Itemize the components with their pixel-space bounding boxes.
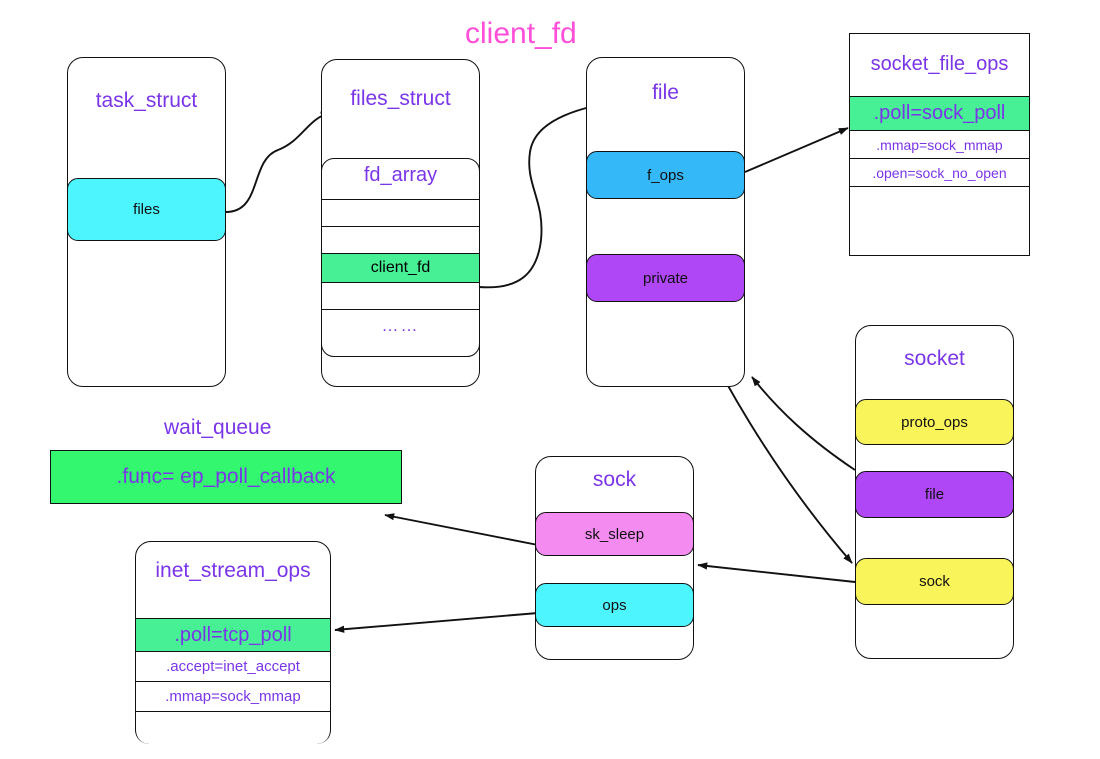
file-field-f_ops-label: f_ops — [647, 166, 684, 184]
socket-box: socket proto_ops file sock — [855, 325, 1014, 659]
edge-ops-to-inet_stream_ops — [334, 612, 539, 633]
edge-f_ops-to-socket_file_ops — [744, 127, 849, 173]
sock-field-ops[interactable]: ops — [535, 583, 694, 627]
inet_stream_ops-title: inet_stream_ops — [155, 559, 311, 582]
fd_array-slot-ellipsis: …… — [321, 309, 480, 342]
inet_stream_ops-row-poll[interactable]: .poll=tcp_poll — [135, 618, 331, 652]
wait_queue-box[interactable]: .func= ep_poll_callback — [50, 450, 402, 504]
sock-field-sk_sleep[interactable]: sk_sleep — [535, 512, 694, 556]
sock-title: sock — [592, 468, 637, 491]
file-field-f_ops[interactable]: f_ops — [586, 151, 745, 199]
fd_array-container: fd_array client_fd …… — [321, 158, 480, 357]
socket_file_ops-row-empty — [849, 186, 1030, 232]
task_struct-field-files-label: files — [133, 201, 160, 218]
socket-field-file[interactable]: file — [855, 471, 1014, 518]
socket-field-proto_ops[interactable]: proto_ops — [855, 399, 1014, 445]
fd_array-slot-client_fd-label: client_fd — [370, 259, 431, 276]
fd_array-slot-1[interactable] — [321, 226, 480, 254]
socket-field-proto_ops-label: proto_ops — [901, 413, 968, 431]
edge-sk_sleep-to-wait_queue — [384, 513, 539, 546]
task_struct-box: task_struct files — [67, 57, 226, 387]
file-field-private[interactable]: private — [586, 254, 745, 302]
inet_stream_ops-box: inet_stream_ops .poll=tcp_poll .accept=i… — [135, 541, 331, 744]
socket-title: socket — [904, 347, 965, 370]
files_struct-title: files_struct — [350, 87, 451, 110]
inet_stream_ops-row-poll-label: .poll=tcp_poll — [174, 623, 292, 646]
fd_array-slot-ellipsis-label: …… — [381, 316, 420, 335]
socket_file_ops-box: socket_file_ops .poll=sock_poll .mmap=so… — [849, 33, 1030, 256]
files_struct-box: files_struct fd_array client_fd …… — [321, 59, 480, 387]
page-title: client_fd — [465, 17, 577, 50]
socket-field-sock-label: sock — [919, 573, 950, 590]
sock-field-ops-label: ops — [602, 596, 627, 614]
sock-box: sock sk_sleep ops — [535, 456, 694, 660]
file-title: file — [652, 81, 679, 104]
socket-field-sock[interactable]: sock — [855, 558, 1014, 605]
socket_file_ops-row-open-label: .open=sock_no_open — [872, 164, 1007, 181]
socket_file_ops-row-poll[interactable]: .poll=sock_poll — [849, 96, 1030, 131]
socket_file_ops-row-open[interactable]: .open=sock_no_open — [849, 158, 1030, 187]
inet_stream_ops-row-mmap[interactable]: .mmap=sock_mmap — [135, 681, 331, 712]
socket-field-file-label: file — [924, 486, 945, 503]
edge-socket_sock-to-sock — [697, 562, 856, 583]
file-box: file f_ops private — [586, 57, 745, 387]
inet_stream_ops-row-accept-label: .accept=inet_accept — [166, 658, 300, 675]
fd_array-slot-0[interactable] — [321, 199, 480, 227]
file-field-private-label: private — [642, 269, 689, 287]
wait_queue-entry-label: .func= ep_poll_callback — [116, 465, 336, 488]
task_struct-title: task_struct — [95, 89, 198, 112]
inet_stream_ops-row-accept[interactable]: .accept=inet_accept — [135, 651, 331, 682]
wait_queue-title: wait_queue — [164, 416, 272, 439]
inet_stream_ops-row-mmap-label: .mmap=sock_mmap — [165, 688, 301, 705]
socket_file_ops-row-mmap[interactable]: .mmap=sock_mmap — [849, 130, 1030, 159]
edge-files-to-files_struct — [225, 111, 331, 213]
fd_array-slot-client_fd[interactable]: client_fd — [321, 253, 480, 283]
edge-socket_file-to-file — [751, 376, 856, 471]
sock-field-sk_sleep-label: sk_sleep — [584, 525, 645, 543]
socket_file_ops-row-poll-label: .poll=sock_poll — [873, 102, 1006, 124]
task_struct-field-files[interactable]: files — [67, 178, 226, 241]
socket_file_ops-row-mmap-label: .mmap=sock_mmap — [876, 136, 1003, 153]
fd_array-slot-3[interactable] — [321, 282, 480, 310]
fd_array-title: fd_array — [363, 164, 438, 186]
socket_file_ops-title: socket_file_ops — [870, 53, 1009, 75]
inet_stream_ops-row-empty — [135, 711, 331, 744]
